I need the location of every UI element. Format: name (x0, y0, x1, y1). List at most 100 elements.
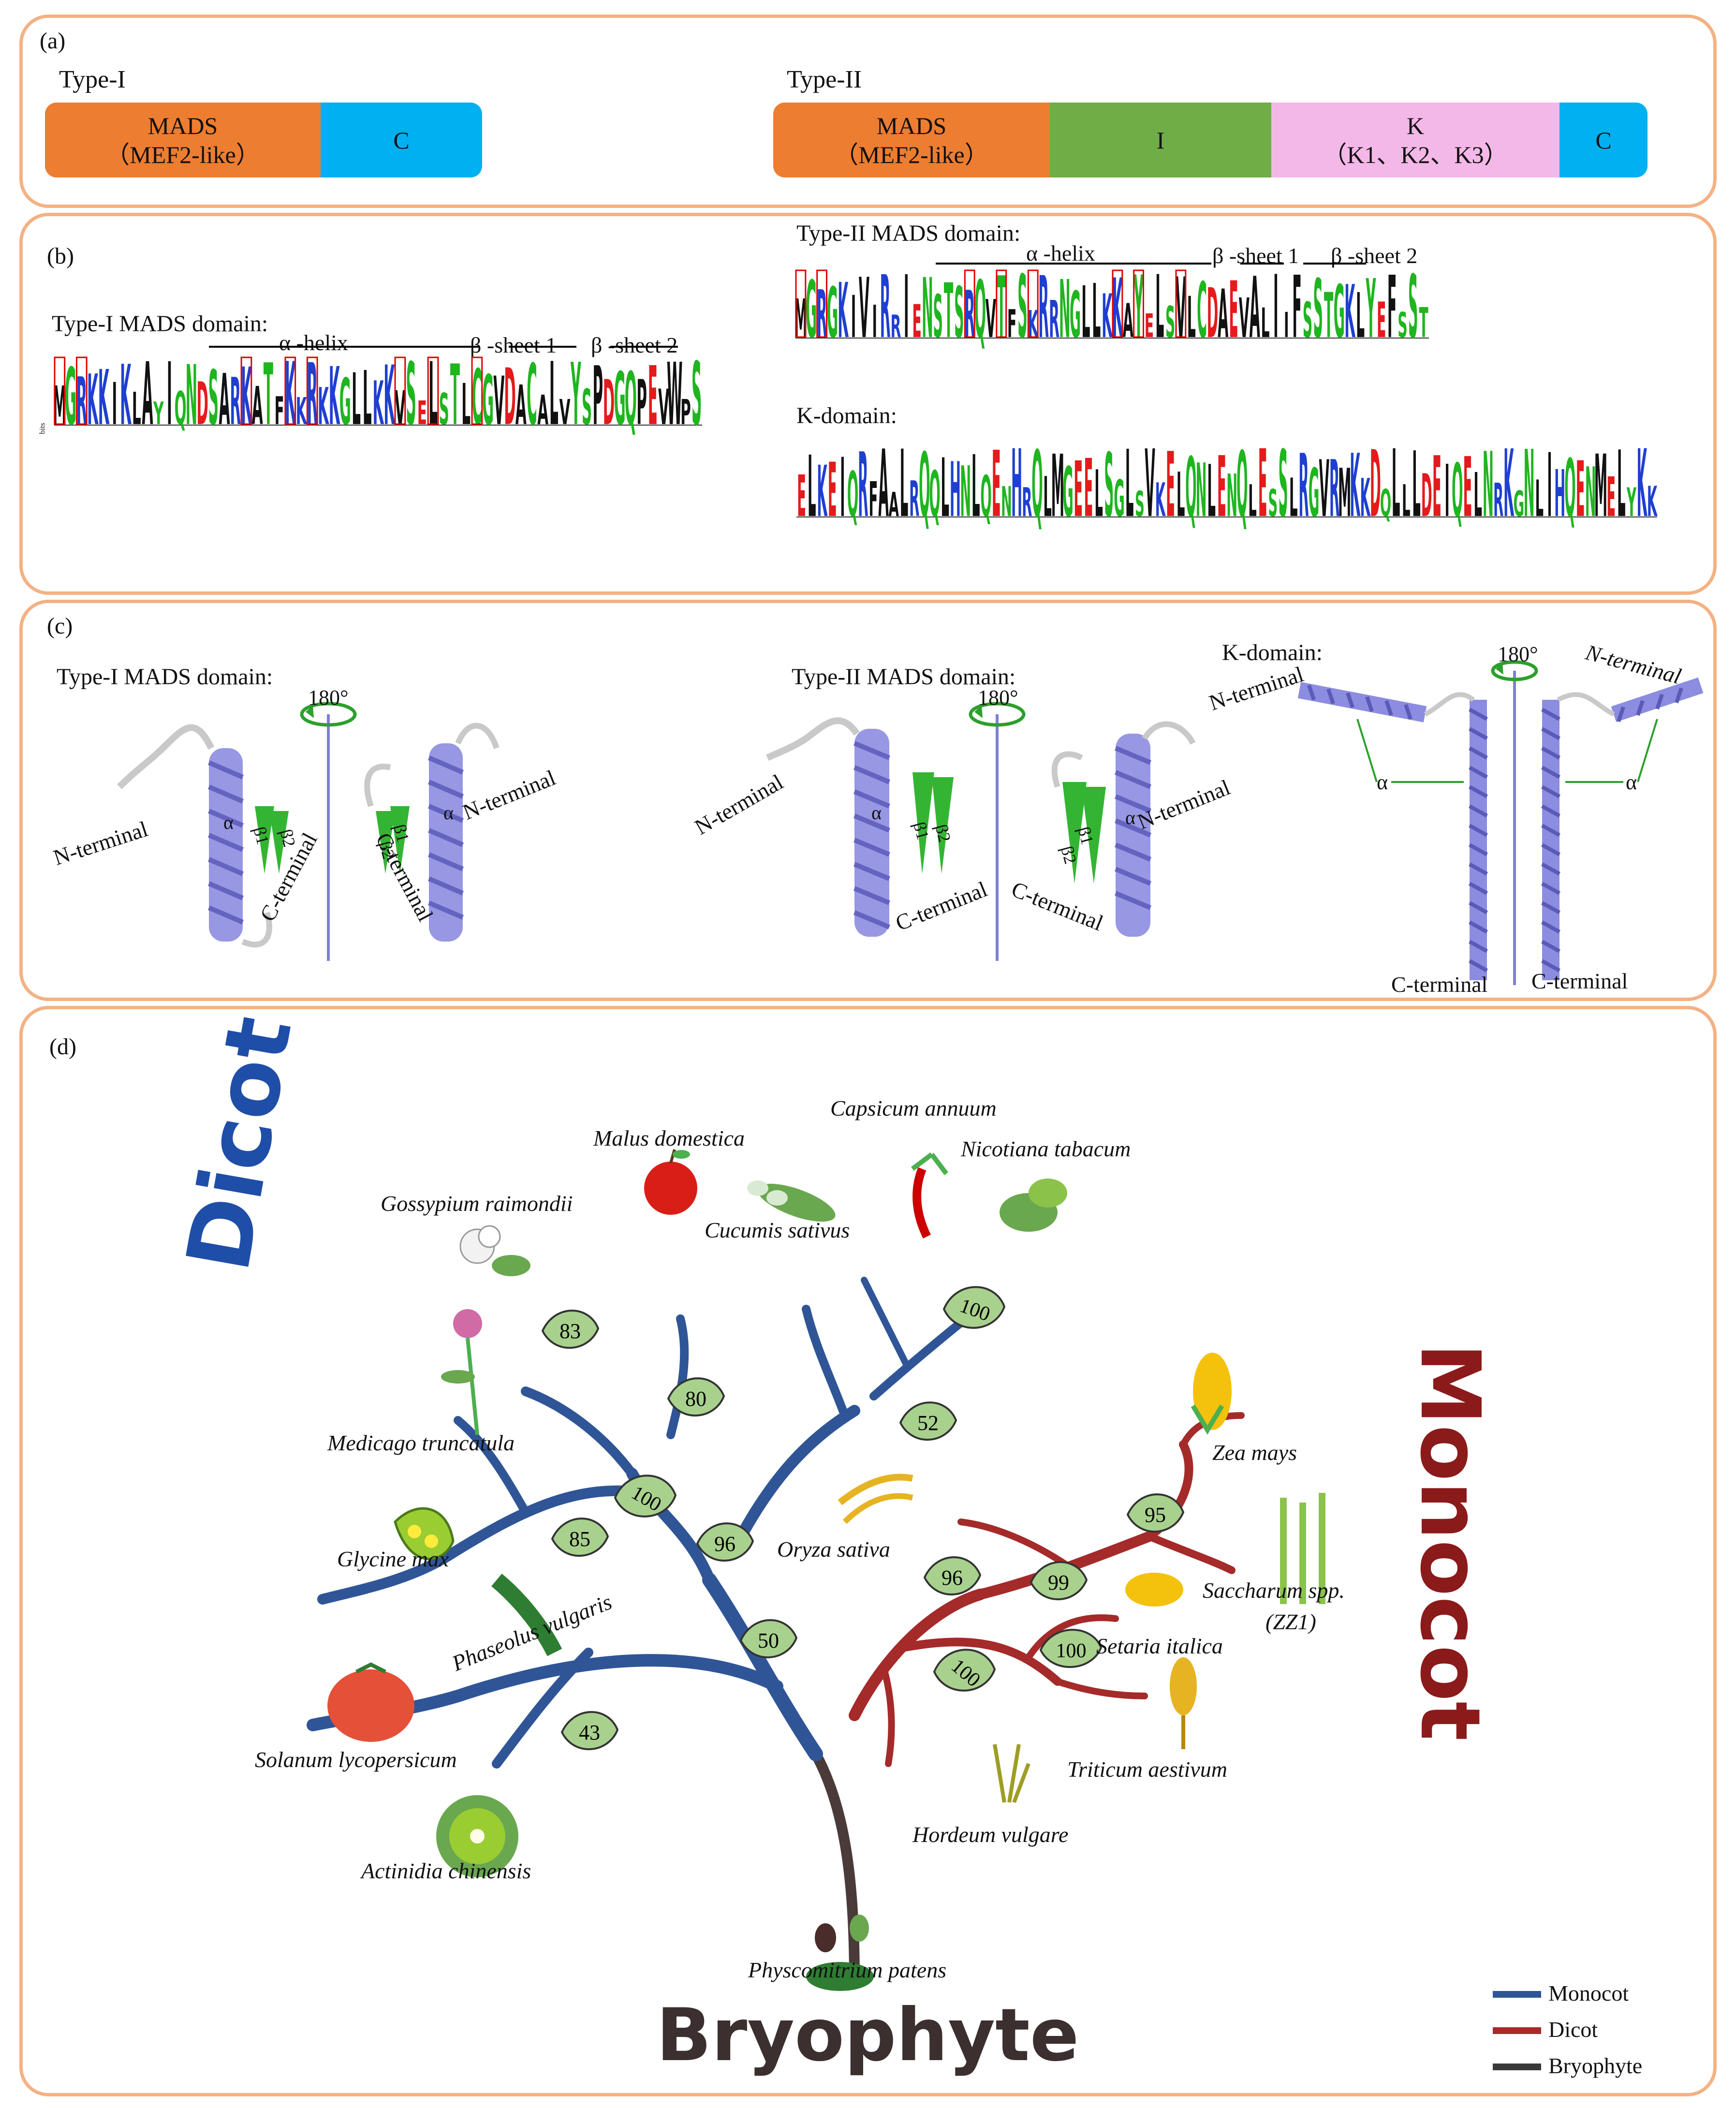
logo1-letter-57: P (680, 392, 691, 432)
species-physcomitrium: Physcomitrium patens (748, 1958, 947, 1982)
logo1-letter-45: L (549, 344, 559, 445)
logo2-letter-6: V (859, 260, 869, 357)
c-type2-title: Type-II MADS domain: (792, 664, 1016, 690)
logo2-letter-5: I (851, 284, 856, 351)
logo3-letter-71: N (1524, 431, 1535, 538)
c-type1-alpha-right: α (443, 802, 454, 824)
species-saccharum: Saccharum spp. (1203, 1578, 1345, 1603)
logo2-letter-28: L (1092, 268, 1101, 355)
logo2-highlight-19 (996, 269, 1007, 338)
leaf-b100d: 100 (1039, 1629, 1103, 1668)
logo3-letter-5: Q (847, 458, 858, 531)
logo3-letter-6: R (858, 433, 868, 537)
logo1-letter-56: W (667, 344, 683, 444)
logo2-letter-33: E (1145, 308, 1154, 345)
logo2-letter-49: S (1313, 263, 1323, 357)
logo3-letter-39: N (1195, 448, 1206, 533)
logo2-highlight-30 (1112, 269, 1123, 338)
logo2-letter-42: V (1239, 287, 1250, 350)
logo1-letter-33: E (417, 395, 427, 432)
logo2-letter-34: L (1155, 257, 1164, 358)
type1-logo-title: Type-I MADS domain: (52, 311, 268, 337)
type1-title: Type-I (59, 66, 126, 93)
leaf-b99-value: 99 (1048, 1571, 1069, 1594)
logo3-letter-80: L (1617, 431, 1626, 538)
logo2-letter-44: L (1261, 299, 1270, 347)
leaf-b95-value: 95 (1145, 1503, 1166, 1527)
apple-icon (644, 1149, 697, 1215)
logo2-letter-46: I (1284, 305, 1289, 345)
logo1-letter-5: I (112, 370, 117, 438)
panel-a-label: (a) (40, 28, 66, 54)
logo3-letter-42: N (1226, 462, 1237, 530)
c-k-alpha-left: α (1377, 770, 1388, 794)
logo3-letter-56: D (1370, 431, 1381, 538)
legend-swatch-bryophyte (1493, 2064, 1541, 2070)
logo2-letter-59: T (1419, 299, 1428, 347)
type1-mads-segment: MADS （MEF2-like） (45, 103, 321, 177)
wheat-icon (1170, 1657, 1197, 1749)
logo3-letter-10: L (900, 431, 909, 539)
logo1-letter-16: R (230, 364, 241, 440)
logo3-letter-24: L (1043, 466, 1052, 530)
leaf-b96a-value: 96 (714, 1532, 736, 1556)
leaf-b43: 43 (560, 1711, 619, 1750)
logo3-letter-0: E (797, 463, 806, 530)
logo1-letter-32: S (406, 345, 416, 445)
leaf-b50: 50 (739, 1619, 798, 1658)
logo1-letter-24: K (318, 377, 329, 437)
logo3-letter-12: Q (919, 434, 930, 537)
species-malus: Malus domestica (593, 1126, 745, 1150)
logo2-letter-17: Q (974, 264, 986, 356)
leaf-b96b-value: 96 (942, 1566, 963, 1590)
logo3-letter-58: L (1392, 431, 1400, 539)
logo2-letter-7: I (872, 296, 877, 348)
logo2-letter-50: T (1324, 280, 1333, 352)
species-gossypium: Gossypium raimondii (381, 1191, 573, 1216)
logo1-letter-34: L (428, 344, 438, 445)
logo1-letter-13: D (196, 369, 208, 438)
type2-k-label: K (1406, 112, 1425, 139)
logo1-letter-17: K (241, 351, 252, 443)
leaf-b50-value: 50 (758, 1629, 779, 1652)
logo3-letter-33: S (1135, 484, 1145, 524)
species-triticum: Triticum aestivum (1067, 1757, 1227, 1782)
logo3-letter-18: Q (980, 464, 991, 530)
logo2-letter-53: L (1356, 280, 1365, 352)
logo3-letter-41: E (1217, 439, 1226, 536)
type2-mads-segment: MADS （MEF2-like） (773, 103, 1050, 177)
logo1-letter-58: S (691, 344, 702, 445)
logo1-letter-44: A (537, 387, 548, 434)
logo3-letter-14: L (941, 442, 949, 536)
logo1-letter-11: Q (175, 383, 187, 435)
logo1-highlight-38 (471, 356, 483, 425)
species-medicago: Medicago truncatula (327, 1430, 515, 1455)
rice-icon (838, 1474, 913, 1524)
logo2-letter-1: G (806, 265, 817, 356)
type2-i-segment: I (1050, 103, 1271, 177)
logo3-letter-79: E (1606, 466, 1616, 530)
logo1-letter-22: K (296, 390, 308, 433)
logo3-letter-52: R (1329, 444, 1339, 535)
logo2-letter-54: Y (1366, 263, 1376, 357)
type2-c-label: C (1595, 126, 1612, 154)
logo3-letter-25: M (1051, 437, 1064, 536)
logo1-letter-25: K (329, 350, 340, 443)
c-type2-rotation: 180° (978, 686, 1018, 709)
logo3-letter-83: K (1647, 478, 1658, 526)
logo3-letter-64: Q (1452, 448, 1463, 533)
clover-icon (441, 1309, 482, 1435)
logo3-letter-34: V (1145, 431, 1155, 539)
logo3-letter-27: E (1074, 445, 1083, 534)
logo3-letter-46: S (1268, 481, 1278, 525)
logo1-letter-28: L (363, 355, 372, 442)
c-k-c-terminal-left: C-terminal (1391, 972, 1488, 997)
type2-k-sub: （K1、K2、K3） (1323, 141, 1508, 168)
logo2-letter-26: G (1070, 278, 1081, 353)
logo1-letter-27: L (352, 359, 361, 442)
species-cucumis: Cucumis sativus (705, 1218, 850, 1242)
logo2-letter-51: G (1334, 270, 1345, 354)
logo3-letter-53: M (1338, 455, 1351, 532)
logo1-letter-7: L (132, 384, 141, 435)
